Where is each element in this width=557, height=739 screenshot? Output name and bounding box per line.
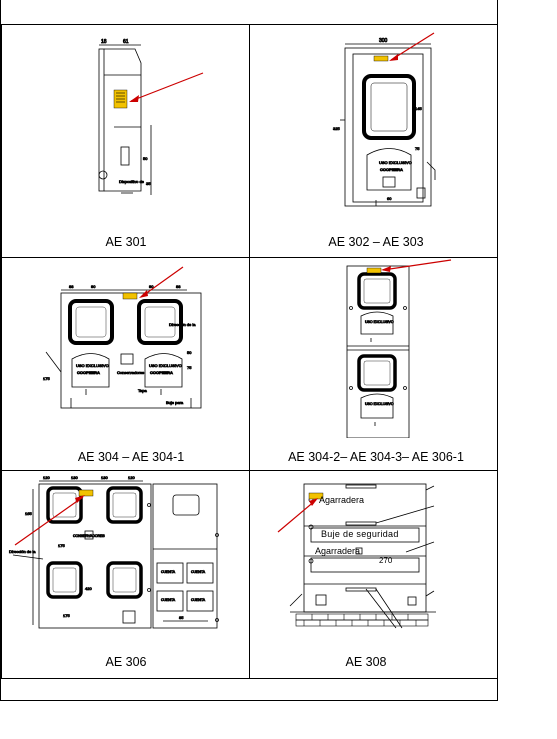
svg-text:75: 75 [415,146,420,151]
label-buje-seguridad: Buje de seguridad [321,529,399,539]
document-sheet: 18 61 50 Dispositivo de 35 AE 301 300 325 [0,0,498,701]
svg-text:USO EXCLUSIVO: USO EXCLUSIVO [365,320,394,324]
svg-text:CUENTA: CUENTA [161,598,176,602]
svg-text:88: 88 [69,284,74,289]
svg-text:130: 130 [71,475,78,480]
svg-text:CUENTA: CUENTA [191,598,206,602]
grid-line-left [1,24,2,678]
label-agarradera-top: Agarradera [319,495,365,505]
svg-text:USO EXCLUSIVO: USO EXCLUSIVO [149,363,182,368]
ae304-2-drawing: USO EXCLUSIVO USO EXCLUSIVO [346,259,452,438]
svg-text:50: 50 [187,350,192,355]
caption-ae301: AE 301 [105,235,147,249]
svg-text:175: 175 [58,543,65,548]
svg-text:Tapa: Tapa [138,388,147,393]
svg-text:COOPEERA: COOPEERA [150,370,173,375]
svg-text:120: 120 [128,475,135,480]
svg-text:175: 175 [63,613,70,618]
caption-ae302-ae303: AE 302 – AE 303 [328,235,424,249]
svg-text:18: 18 [101,39,107,45]
svg-text:Dirección de la: Dirección de la [9,549,36,554]
svg-text:60: 60 [387,196,392,201]
ae306-drawing: 120 130 130 120 165 175 420 175 CONSERVADO… [9,475,219,629]
caption-ae306: AE 306 [105,655,147,669]
svg-text:165: 165 [25,511,32,516]
ae308-drawing [277,483,436,629]
svg-text:USO EXCLUSIVO: USO EXCLUSIVO [76,363,109,368]
svg-text:61: 61 [123,39,129,45]
svg-text:Dirección de la: Dirección de la [169,322,196,327]
svg-text:300: 300 [379,38,388,44]
svg-text:Conservadores: Conservadores [117,370,144,375]
ae304-drawing: 88 90 90 88 USO EXCLUSIVO COOPEERA USO EXC… [43,266,202,409]
svg-text:90: 90 [149,284,154,289]
svg-text:USO EXCLUSIVO: USO EXCLUSIVO [379,160,412,165]
ae301-drawing: 18 61 50 Dispositivo de 35 [98,39,204,195]
svg-text:325: 325 [333,126,340,131]
svg-text:50: 50 [143,156,148,161]
label-agarradera-bottom: Agarradera [315,546,361,556]
grid-line-center [249,24,250,678]
svg-text:USO EXCLUSIVO: USO EXCLUSIVO [365,402,394,406]
svg-text:120: 120 [43,475,50,480]
svg-text:CUENTA: CUENTA [191,570,206,574]
svg-text:35: 35 [146,181,151,186]
svg-text:CONSERVADORES: CONSERVADORES [73,534,105,538]
caption-ae304-2: AE 304-2– AE 304-3– AE 306-1 [288,450,464,464]
svg-text:75: 75 [187,365,192,370]
grid-line-bottom [1,678,497,679]
svg-text:Dispositivo de: Dispositivo de [119,179,145,184]
svg-text:85: 85 [179,615,184,620]
svg-text:COOPEERA: COOPEERA [77,370,100,375]
label-dim-270: 270 [379,556,393,565]
svg-text:130: 130 [101,475,108,480]
svg-text:88: 88 [176,284,181,289]
ae302-drawing: 300 325 USO EXCLUSIVO COOPEERA 60 145 75 [333,32,436,207]
svg-text:COOPEERA: COOPEERA [380,167,403,172]
svg-text:175: 175 [43,376,50,381]
svg-text:CUENTA: CUENTA [161,570,176,574]
caption-ae308: AE 308 [345,655,387,669]
svg-text:Buje para: Buje para [166,400,184,405]
svg-text:145: 145 [415,106,422,111]
caption-ae304: AE 304 – AE 304-1 [77,450,185,464]
svg-text:420: 420 [85,586,92,591]
svg-text:90: 90 [91,284,96,289]
